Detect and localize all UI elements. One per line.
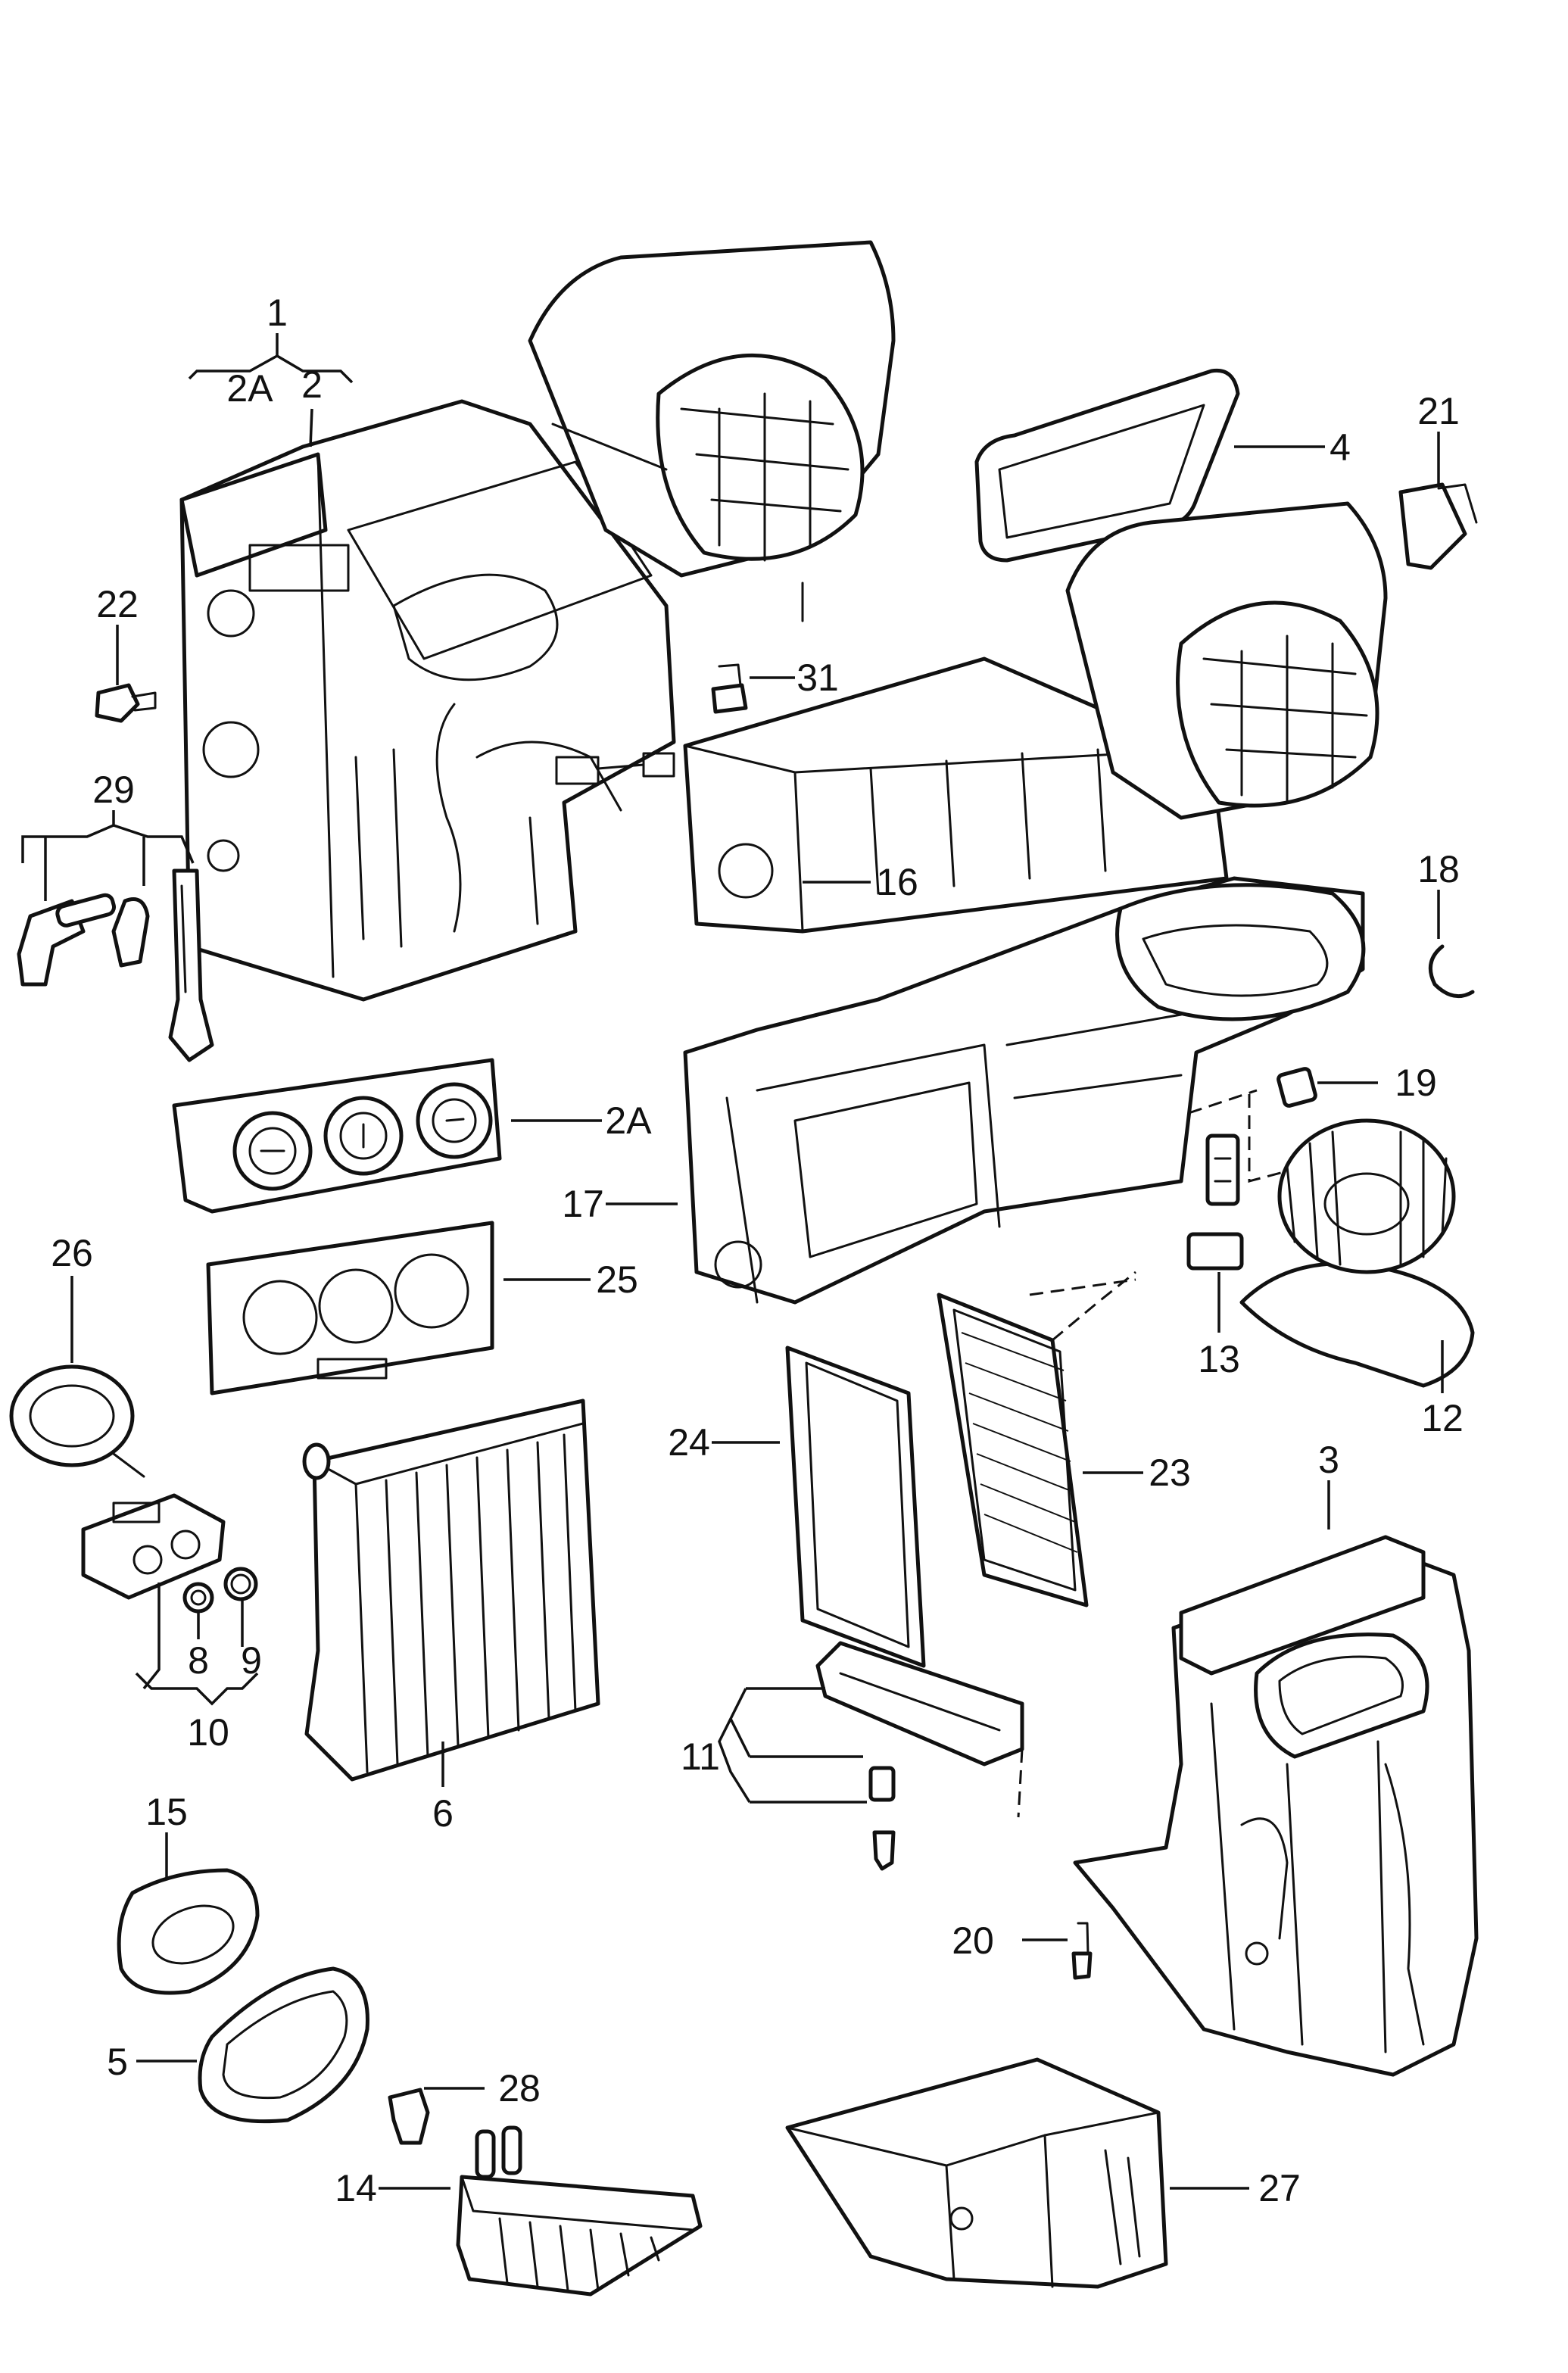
part-6-evaporator: [302, 1399, 600, 1782]
callout-4: 4: [1330, 426, 1351, 469]
part-9-o-ring: [223, 1567, 258, 1601]
part-24-filter-frame: [785, 1346, 926, 1668]
part-27-cover: [785, 2057, 1168, 2289]
callout-27: 27: [1258, 2167, 1301, 2209]
callout-labels: 1 2A 2 22 29 31 4 21 16 18 19 2A 17 25 2…: [51, 292, 1464, 2209]
callout-5: 5: [107, 2041, 128, 2083]
part-23-dust-pollen-filter: [937, 1293, 1089, 1607]
dashline-19: [1188, 1089, 1364, 1183]
part-3-heater-unit: [1073, 1535, 1479, 2077]
part-31-screw: [711, 663, 748, 714]
part-29-linkage-levers: [17, 868, 214, 1062]
callout-23: 23: [1149, 1452, 1191, 1494]
part-8-o-ring: [182, 1582, 214, 1614]
callout-19: 19: [1395, 1062, 1437, 1104]
callout-8: 8: [188, 1639, 209, 1682]
part-16-housing: [683, 656, 1229, 934]
callout-2a-top: 2A: [226, 367, 273, 410]
callout-9: 9: [241, 1639, 262, 1682]
part-10-expansion-valve: [81, 1493, 226, 1600]
callout-31: 31: [796, 656, 839, 699]
callout-25: 25: [596, 1258, 638, 1301]
callout-14: 14: [335, 2167, 377, 2209]
callout-2: 2: [301, 363, 323, 406]
callout-28: 28: [498, 2067, 541, 2110]
callout-24: 24: [668, 1421, 710, 1464]
part-12-fresh-air-blower: [1239, 1118, 1475, 1388]
part-11-cover: [815, 1641, 1024, 1871]
callout-18: 18: [1417, 848, 1460, 890]
callout-6: 6: [432, 1792, 454, 1835]
callout-26: 26: [51, 1232, 93, 1274]
part-14-heat-exchanger: [456, 2125, 703, 2297]
dashline-23: [1029, 1271, 1136, 1342]
part-19-seal: [1277, 1067, 1317, 1108]
callout-11: 11: [681, 1735, 720, 1778]
part-2-air-distribution-housing: [179, 399, 676, 1002]
part-2a-control-head: [172, 1058, 502, 1214]
dashline-11: [1017, 1748, 1024, 1818]
callout-16: 16: [876, 861, 918, 903]
part-4-gasket: [974, 368, 1240, 563]
part-13-series-resistor: [1186, 1133, 1244, 1271]
callout-3: 3: [1318, 1439, 1339, 1481]
part-18-clip: [1428, 944, 1475, 999]
part-5-seal: [198, 1966, 369, 2124]
part-17-lower-housing: [683, 876, 1366, 1305]
callout-29: 29: [92, 769, 135, 811]
callout-22: 22: [96, 583, 139, 625]
part-15-grommet: [117, 1868, 260, 1995]
leader-lines: [21, 333, 1444, 2190]
part-25-trim-panel: [206, 1221, 494, 1395]
part-1-blower-housing-upper: [528, 240, 896, 622]
callout-21: 21: [1417, 390, 1460, 432]
callout-17: 17: [562, 1183, 604, 1225]
part-28-connector: [388, 2088, 430, 2145]
callout-2a: 2A: [605, 1099, 652, 1142]
part-16-blower-housing: [1065, 501, 1388, 820]
callout-10: 10: [187, 1711, 229, 1754]
callout-15: 15: [145, 1791, 188, 1833]
part-20-screw: [1071, 1922, 1093, 1980]
part-22-screw: [95, 683, 157, 723]
callout-20: 20: [952, 1919, 994, 1962]
callout-1: 1: [267, 292, 288, 334]
part-26-seal: [9, 1364, 145, 1478]
callout-13: 13: [1198, 1338, 1240, 1380]
callout-12: 12: [1421, 1397, 1464, 1439]
part-21-actuator: [1398, 482, 1478, 570]
